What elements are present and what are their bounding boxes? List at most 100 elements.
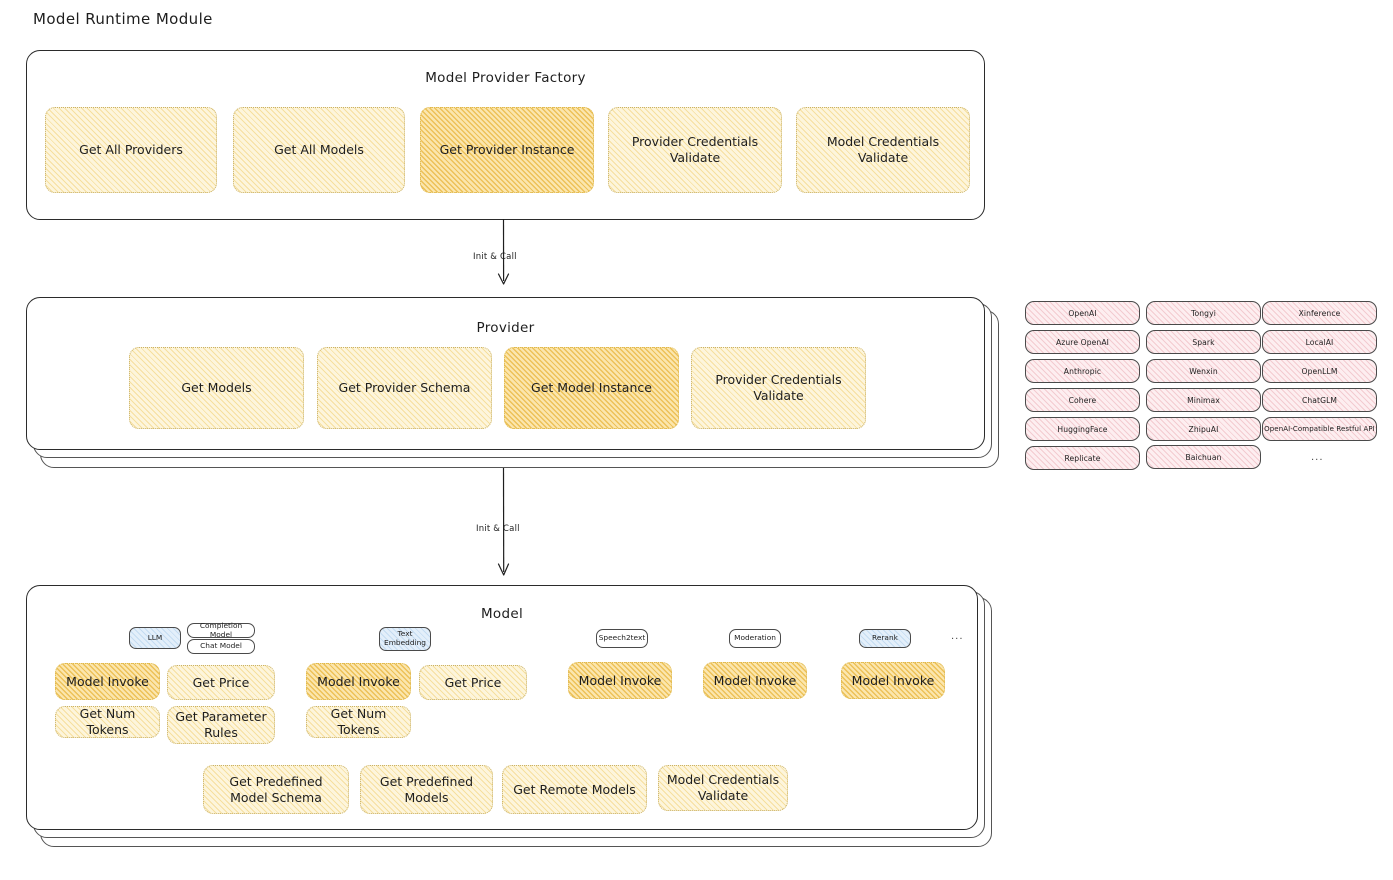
provider-chip-label: ZhipuAI [1188, 424, 1219, 434]
speech2text-node-model-invoke[interactable]: Model Invoke [568, 662, 672, 699]
model-type-badge-label: Speech2text [598, 633, 646, 643]
provider-chip-label: Cohere [1068, 395, 1097, 405]
connector-label-init-and-call-2: Init & Call [476, 524, 520, 534]
provider-chip-openai[interactable]: OpenAI [1025, 301, 1140, 325]
provider-chip-localai[interactable]: LocalAI [1262, 330, 1377, 354]
text-embedding-node-get-price[interactable]: Get Price [419, 665, 527, 700]
model-type-badge-rerank[interactable]: Rerank [859, 629, 911, 648]
llm-node-get-num-tokens[interactable]: Get Num Tokens [55, 706, 160, 738]
factory-node-get-provider-instance[interactable]: Get Provider Instance [420, 107, 594, 193]
provider-chip-label: Tongyi [1191, 308, 1216, 318]
model-type-badge-speech2text[interactable]: Speech2text [596, 629, 648, 648]
model-common-node-label: Get Predefined Model Schema [229, 773, 323, 805]
factory-node-label: Model Credentials Validate [826, 134, 940, 165]
provider-chip-label: Minimax [1187, 395, 1220, 405]
provider-chip-minimax[interactable]: Minimax [1146, 388, 1261, 412]
llm-node-label: Get Parameter Rules [175, 709, 267, 740]
text-embedding-node-model-invoke[interactable]: Model Invoke [306, 663, 411, 700]
provider-chip-openai-compatible-restful-api[interactable]: OpenAI-Compatible Restful API [1262, 417, 1377, 441]
provider-node-label: Get Model Instance [531, 380, 652, 396]
provider-chip-replicate[interactable]: Replicate [1025, 446, 1140, 470]
model-title: Model [480, 606, 524, 622]
text-embedding-node-label: Get Num Tokens [330, 706, 387, 737]
rerank-node-model-invoke[interactable]: Model Invoke [841, 662, 945, 699]
model-common-node-get-predefined-models[interactable]: Get Predefined Models [360, 765, 493, 814]
provider-chip-label: Replicate [1064, 453, 1101, 463]
rerank-node-label: Model Invoke [851, 672, 935, 688]
factory-node-label: Get Provider Instance [439, 142, 575, 158]
moderation-node-label: Model Invoke [713, 672, 797, 688]
provider-chip-label: OpenAI [1068, 308, 1097, 318]
diagram-title: Model Runtime Module [33, 10, 213, 28]
model-common-node-get-remote-models[interactable]: Get Remote Models [502, 765, 647, 814]
provider-chip-anthropic[interactable]: Anthropic [1025, 359, 1140, 383]
provider-chip-xinference[interactable]: Xinference [1262, 301, 1377, 325]
model-type-badge-label: Text Embedding [384, 629, 426, 647]
llm-node-get-parameter-rules[interactable]: Get Parameter Rules [167, 706, 275, 744]
provider-chip-huggingface[interactable]: HuggingFace [1025, 417, 1140, 441]
model-type-badge-label: Moderation [734, 633, 776, 643]
model-type-badge-text-embedding[interactable]: Text Embedding [379, 627, 431, 651]
model-common-node-model-credentials-validate[interactable]: Model Credentials Validate [658, 765, 788, 811]
model-common-node-get-predefined-model-schema[interactable]: Get Predefined Model Schema [203, 765, 349, 814]
factory-node-get-all-providers[interactable]: Get All Providers [45, 107, 217, 193]
llm-node-model-invoke[interactable]: Model Invoke [55, 663, 160, 700]
model-type-badge-moderation[interactable]: Moderation [729, 629, 781, 648]
provider-chip-openllm[interactable]: OpenLLM [1262, 359, 1377, 383]
llm-node-label: Get Price [192, 674, 250, 690]
provider-chip-label: Baichuan [1185, 452, 1222, 462]
model-common-node-label: Model Credentials Validate [666, 772, 780, 803]
provider-title: Provider [476, 320, 535, 336]
provider-node-get-models[interactable]: Get Models [129, 347, 304, 429]
provider-chip-label: Xinference [1298, 308, 1341, 318]
provider-node-label: Provider Credentials Validate [715, 372, 842, 403]
model-sub-badge-chat-model[interactable]: Chat Model [187, 639, 255, 654]
text-embedding-node-get-num-tokens[interactable]: Get Num Tokens [306, 706, 411, 738]
provider-chip-label: OpenAI-Compatible Restful API [1264, 425, 1375, 433]
provider-chip-label: Anthropic [1063, 366, 1102, 376]
provider-node-get-provider-schema[interactable]: Get Provider Schema [317, 347, 492, 429]
model-sub-badge-completion-model[interactable]: Completion Model [187, 621, 255, 638]
provider-chip-label: HuggingFace [1057, 424, 1108, 434]
provider-chip-label: ChatGLM [1301, 395, 1338, 405]
provider-chip-baichuan[interactable]: Baichuan [1146, 445, 1261, 469]
provider-node-label: Get Provider Schema [338, 380, 471, 396]
provider-chip-label: LocalAI [1305, 337, 1334, 347]
moderation-node-model-invoke[interactable]: Model Invoke [703, 662, 807, 699]
model-provider-factory-title: Model Provider Factory [425, 70, 586, 86]
connector-label-init-and-call-1: Init & Call [473, 252, 517, 262]
provider-chip-wenxin[interactable]: Wenxin [1146, 359, 1261, 383]
factory-node-model-credentials-validate[interactable]: Model Credentials Validate [796, 107, 970, 193]
model-type-badge-label: Rerank [872, 633, 898, 643]
provider-node-get-model-instance[interactable]: Get Model Instance [504, 347, 679, 429]
factory-node-label: Get All Providers [79, 142, 183, 158]
model-common-node-label: Get Predefined Models [379, 773, 474, 805]
text-embedding-node-label: Model Invoke [317, 673, 400, 689]
provider-node-label: Get Models [181, 380, 252, 396]
provider-chip-label: OpenLLM [1301, 366, 1338, 376]
provider-chip-spark[interactable]: Spark [1146, 330, 1261, 354]
provider-chip-tongyi[interactable]: Tongyi [1146, 301, 1261, 325]
model-types-more-ellipsis: ... [951, 631, 964, 642]
provider-chip-chatglm[interactable]: ChatGLM [1262, 388, 1377, 412]
provider-chip-azure-openai[interactable]: Azure OpenAI [1025, 330, 1140, 354]
llm-node-label: Get Num Tokens [79, 706, 136, 737]
provider-list-more-ellipsis: ... [1311, 452, 1324, 463]
provider-chip-zhipuai[interactable]: ZhipuAI [1146, 417, 1261, 441]
llm-node-get-price[interactable]: Get Price [167, 665, 275, 700]
llm-node-label: Model Invoke [66, 673, 149, 689]
model-common-node-label: Get Remote Models [513, 781, 636, 797]
provider-chip-label: Spark [1192, 337, 1215, 347]
provider-node-provider-credentials-validate[interactable]: Provider Credentials Validate [691, 347, 866, 429]
model-type-badge-llm[interactable]: LLM [129, 627, 181, 649]
model-sub-badge-label: Chat Model [200, 641, 242, 651]
factory-node-provider-credentials-validate[interactable]: Provider Credentials Validate [608, 107, 782, 193]
text-embedding-node-label: Get Price [444, 674, 502, 690]
provider-chip-label: Wenxin [1189, 366, 1218, 376]
provider-chip-cohere[interactable]: Cohere [1025, 388, 1140, 412]
speech2text-node-label: Model Invoke [578, 672, 662, 688]
factory-node-get-all-models[interactable]: Get All Models [233, 107, 405, 193]
connector-factory-to-provider [497, 219, 510, 285]
connector-provider-to-model [497, 468, 510, 576]
